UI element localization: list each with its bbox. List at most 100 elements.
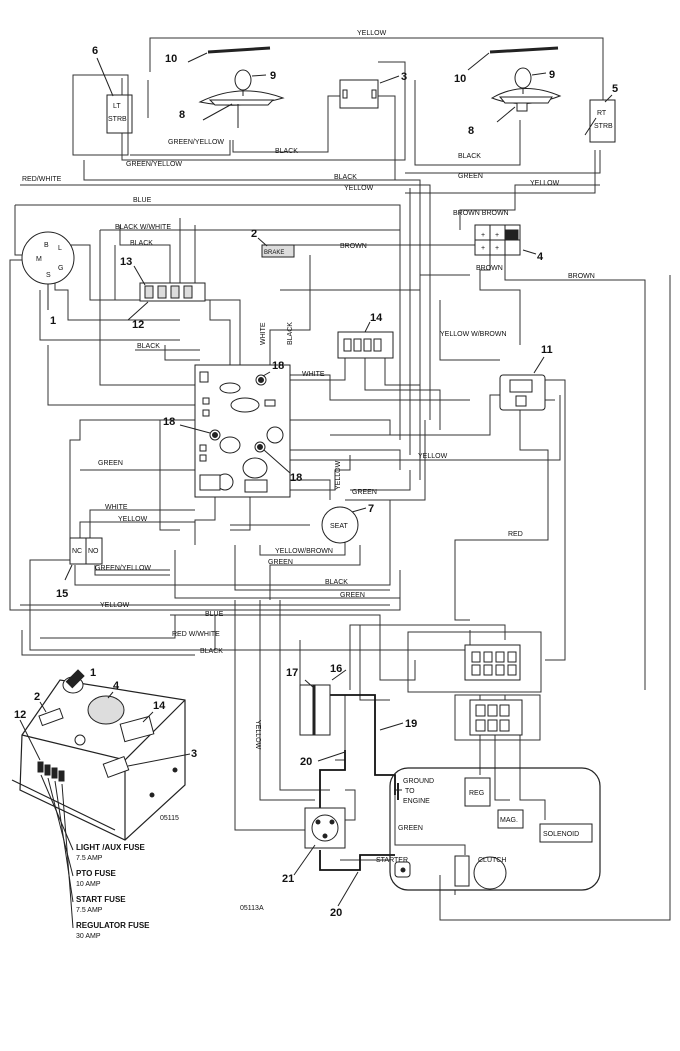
magneto-label: MAG. bbox=[500, 817, 518, 824]
ground-icon bbox=[394, 783, 402, 800]
callout-numbers: 6 10 9 8 3 10 9 8 5 2 4 13 12 1 14 11 18… bbox=[14, 45, 618, 919]
wire-label: WHITE bbox=[260, 322, 267, 345]
callout-4b: 4 bbox=[113, 680, 120, 692]
callout-20b: 20 bbox=[330, 907, 342, 919]
fuse-rating: 10 AMP bbox=[76, 881, 101, 888]
callout-21: 21 bbox=[282, 873, 294, 885]
solenoid-label: SOLENOID bbox=[543, 831, 579, 838]
wire-label: RED/WHITE bbox=[22, 176, 62, 183]
left-strobe-light: LT STRB bbox=[72, 74, 133, 156]
starter-solenoid bbox=[304, 807, 346, 849]
callout-8b: 8 bbox=[468, 125, 474, 137]
svg-text:+: + bbox=[481, 232, 485, 239]
regulator-label: REG bbox=[469, 790, 484, 797]
bulb-icon bbox=[234, 69, 252, 91]
wire-label: WHITE bbox=[302, 371, 325, 378]
callout-5: 5 bbox=[612, 83, 618, 95]
wire-label: BLACK bbox=[200, 648, 223, 655]
callout-3b: 3 bbox=[191, 748, 197, 760]
ground-label-1: GROUND bbox=[403, 778, 434, 785]
fuse-legend: LIGHT /AUX FUSE 7.5 AMP PTO FUSE 10 AMP … bbox=[76, 843, 150, 940]
diagram-figure-code: 05113A bbox=[240, 905, 264, 912]
bulb-icon bbox=[514, 67, 532, 89]
wire-label-group: YELLOW GREEN/YELLOW BLACK GREEN/YELLOW B… bbox=[22, 30, 595, 832]
light-bar-left bbox=[187, 46, 271, 63]
rt-strobe-label-1: RT bbox=[597, 110, 607, 117]
wire-label: BROWN bbox=[340, 243, 367, 250]
callout-20a: 20 bbox=[300, 756, 312, 768]
battery bbox=[299, 669, 347, 736]
wire-label: GREEN bbox=[340, 592, 365, 599]
wire-label: GREEN bbox=[458, 173, 483, 180]
callout-6: 6 bbox=[92, 45, 98, 57]
headlamp-right bbox=[490, 67, 562, 123]
seat-switch: SEAT bbox=[321, 506, 367, 544]
callout-12b: 12 bbox=[14, 709, 26, 721]
wire-label: BLACK bbox=[334, 174, 357, 181]
wire-label: BLACK bbox=[287, 322, 294, 345]
wire-label: GREEN bbox=[98, 460, 123, 467]
callout-9a: 9 bbox=[270, 70, 276, 82]
brake-label: BRAKE bbox=[264, 250, 284, 256]
right-strobe-light: RT STRB bbox=[584, 99, 616, 143]
callout-10a: 10 bbox=[165, 53, 177, 65]
lt-strobe-label-2: STRB bbox=[108, 116, 127, 123]
lt-strobe-label-1: LT bbox=[113, 103, 121, 110]
wire-label: YELLOW bbox=[100, 602, 130, 609]
callout-16: 16 bbox=[330, 663, 342, 675]
wire-label: YELLOW/BROWN bbox=[275, 548, 333, 555]
svg-text:+: + bbox=[495, 232, 499, 239]
key-terminal-m: M bbox=[36, 256, 42, 263]
wire-label: BLACK W/WHITE bbox=[115, 224, 171, 231]
ground-label-2: TO bbox=[405, 788, 415, 795]
fuse-rating: 30 AMP bbox=[76, 933, 101, 940]
seat-label: SEAT bbox=[330, 523, 348, 530]
wire-label: GREEN/YELLOW bbox=[95, 565, 151, 572]
wire-label: GREEN/YELLOW bbox=[126, 161, 182, 168]
callout-4: 4 bbox=[537, 251, 544, 263]
headlamp-left bbox=[198, 69, 285, 128]
wire-label: RED bbox=[508, 531, 523, 538]
harness-connector bbox=[407, 631, 542, 693]
wire-label: GREEN bbox=[398, 825, 423, 832]
callout-10b: 10 bbox=[454, 73, 466, 85]
callout-2a: 2 bbox=[251, 228, 257, 240]
fuse-rating: 7.5 AMP bbox=[76, 855, 103, 862]
key-terminal-b: B bbox=[44, 242, 49, 249]
callout-14b: 14 bbox=[153, 700, 166, 712]
dash-panel-illustration bbox=[11, 669, 186, 929]
wire-label: YELLOW bbox=[418, 453, 448, 460]
callout-18b: 18 bbox=[163, 416, 175, 428]
wire-label: BROWN BROWN bbox=[453, 210, 509, 217]
key-terminal-g: G bbox=[58, 265, 63, 272]
connector-4: + + + + bbox=[474, 224, 537, 256]
no-label: NO bbox=[88, 548, 99, 555]
control-module bbox=[194, 364, 291, 498]
key-terminal-l: L bbox=[58, 245, 62, 252]
wire-label: GREEN bbox=[268, 559, 293, 566]
wire-label: YELLOW W/BROWN bbox=[440, 331, 507, 338]
light-switch bbox=[339, 79, 379, 109]
engine-outline: REG MAG. SOLENOID STARTER CLUTCH GROUND … bbox=[376, 767, 601, 891]
wire-label: BROWN bbox=[476, 265, 503, 272]
wire-label: YELLOW bbox=[344, 185, 374, 192]
wire-label: YELLOW bbox=[530, 180, 560, 187]
fuse-block bbox=[127, 282, 206, 321]
fuse-name: START FUSE bbox=[76, 895, 126, 904]
panel-figure-code: 05115 bbox=[160, 815, 179, 822]
callout-18c: 18 bbox=[290, 472, 302, 484]
callout-8a: 8 bbox=[179, 109, 185, 121]
rt-strobe-label-2: STRB bbox=[594, 123, 613, 130]
relay bbox=[499, 356, 546, 411]
wire-harness bbox=[9, 37, 671, 921]
callout-18a: 18 bbox=[272, 360, 284, 372]
wire-label: YELLOW bbox=[254, 720, 261, 750]
reverse-switch: NC NO bbox=[64, 537, 103, 581]
callout-11: 11 bbox=[541, 344, 553, 356]
ground-label-3: ENGINE bbox=[403, 798, 430, 805]
clutch-label: CLUTCH bbox=[478, 857, 506, 864]
wire-label: BLUE bbox=[133, 197, 152, 204]
callout-2b: 2 bbox=[34, 691, 40, 703]
